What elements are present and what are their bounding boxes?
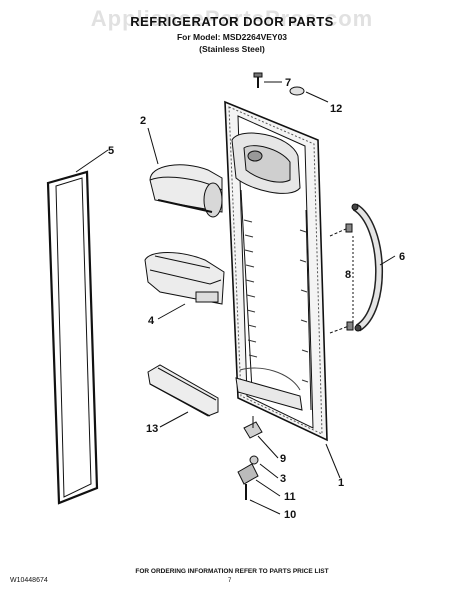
callout-9: 9 [280, 453, 286, 465]
page-number: 7 [228, 578, 232, 584]
callout-7: 7 [285, 77, 291, 89]
lower-bin [147, 364, 219, 417]
top-plug [289, 86, 305, 96]
callout-1: 1 [338, 477, 344, 489]
door-handle [351, 203, 384, 332]
callout-8: 8 [345, 269, 351, 281]
document-number: W10448674 [10, 577, 48, 584]
callout-4: 4 [148, 315, 155, 327]
leader-lines [75, 81, 396, 515]
door-bin [144, 252, 225, 305]
callout-11: 11 [284, 491, 296, 503]
callout-5: 5 [108, 145, 114, 157]
handle-screws [329, 223, 354, 334]
ordering-note: FOR ORDERING INFORMATION REFER TO PARTS … [135, 568, 329, 575]
hinge-hardware [237, 416, 263, 500]
callout-12: 12 [330, 103, 342, 115]
ice-bin-cover [149, 164, 223, 218]
watermark: AppliancePartsPros.com [90, 6, 374, 31]
callout-6: 6 [399, 251, 405, 263]
callout-2: 2 [140, 115, 146, 127]
page-title: REFRIGERATOR DOOR PARTS [130, 14, 334, 29]
top-screw [253, 72, 263, 88]
callout-3: 3 [280, 473, 286, 485]
door-gasket [46, 170, 99, 505]
callout-13: 13 [146, 423, 158, 435]
door-assembly [224, 100, 328, 442]
finish-line: (Stainless Steel) [199, 44, 265, 54]
model-line: For Model: MSD2264VEY03 [176, 32, 288, 42]
callout-10: 10 [284, 509, 296, 521]
exploded-parts-diagram: 7 12 2 5 6 8 4 13 9 3 11 10 1 [46, 72, 405, 521]
